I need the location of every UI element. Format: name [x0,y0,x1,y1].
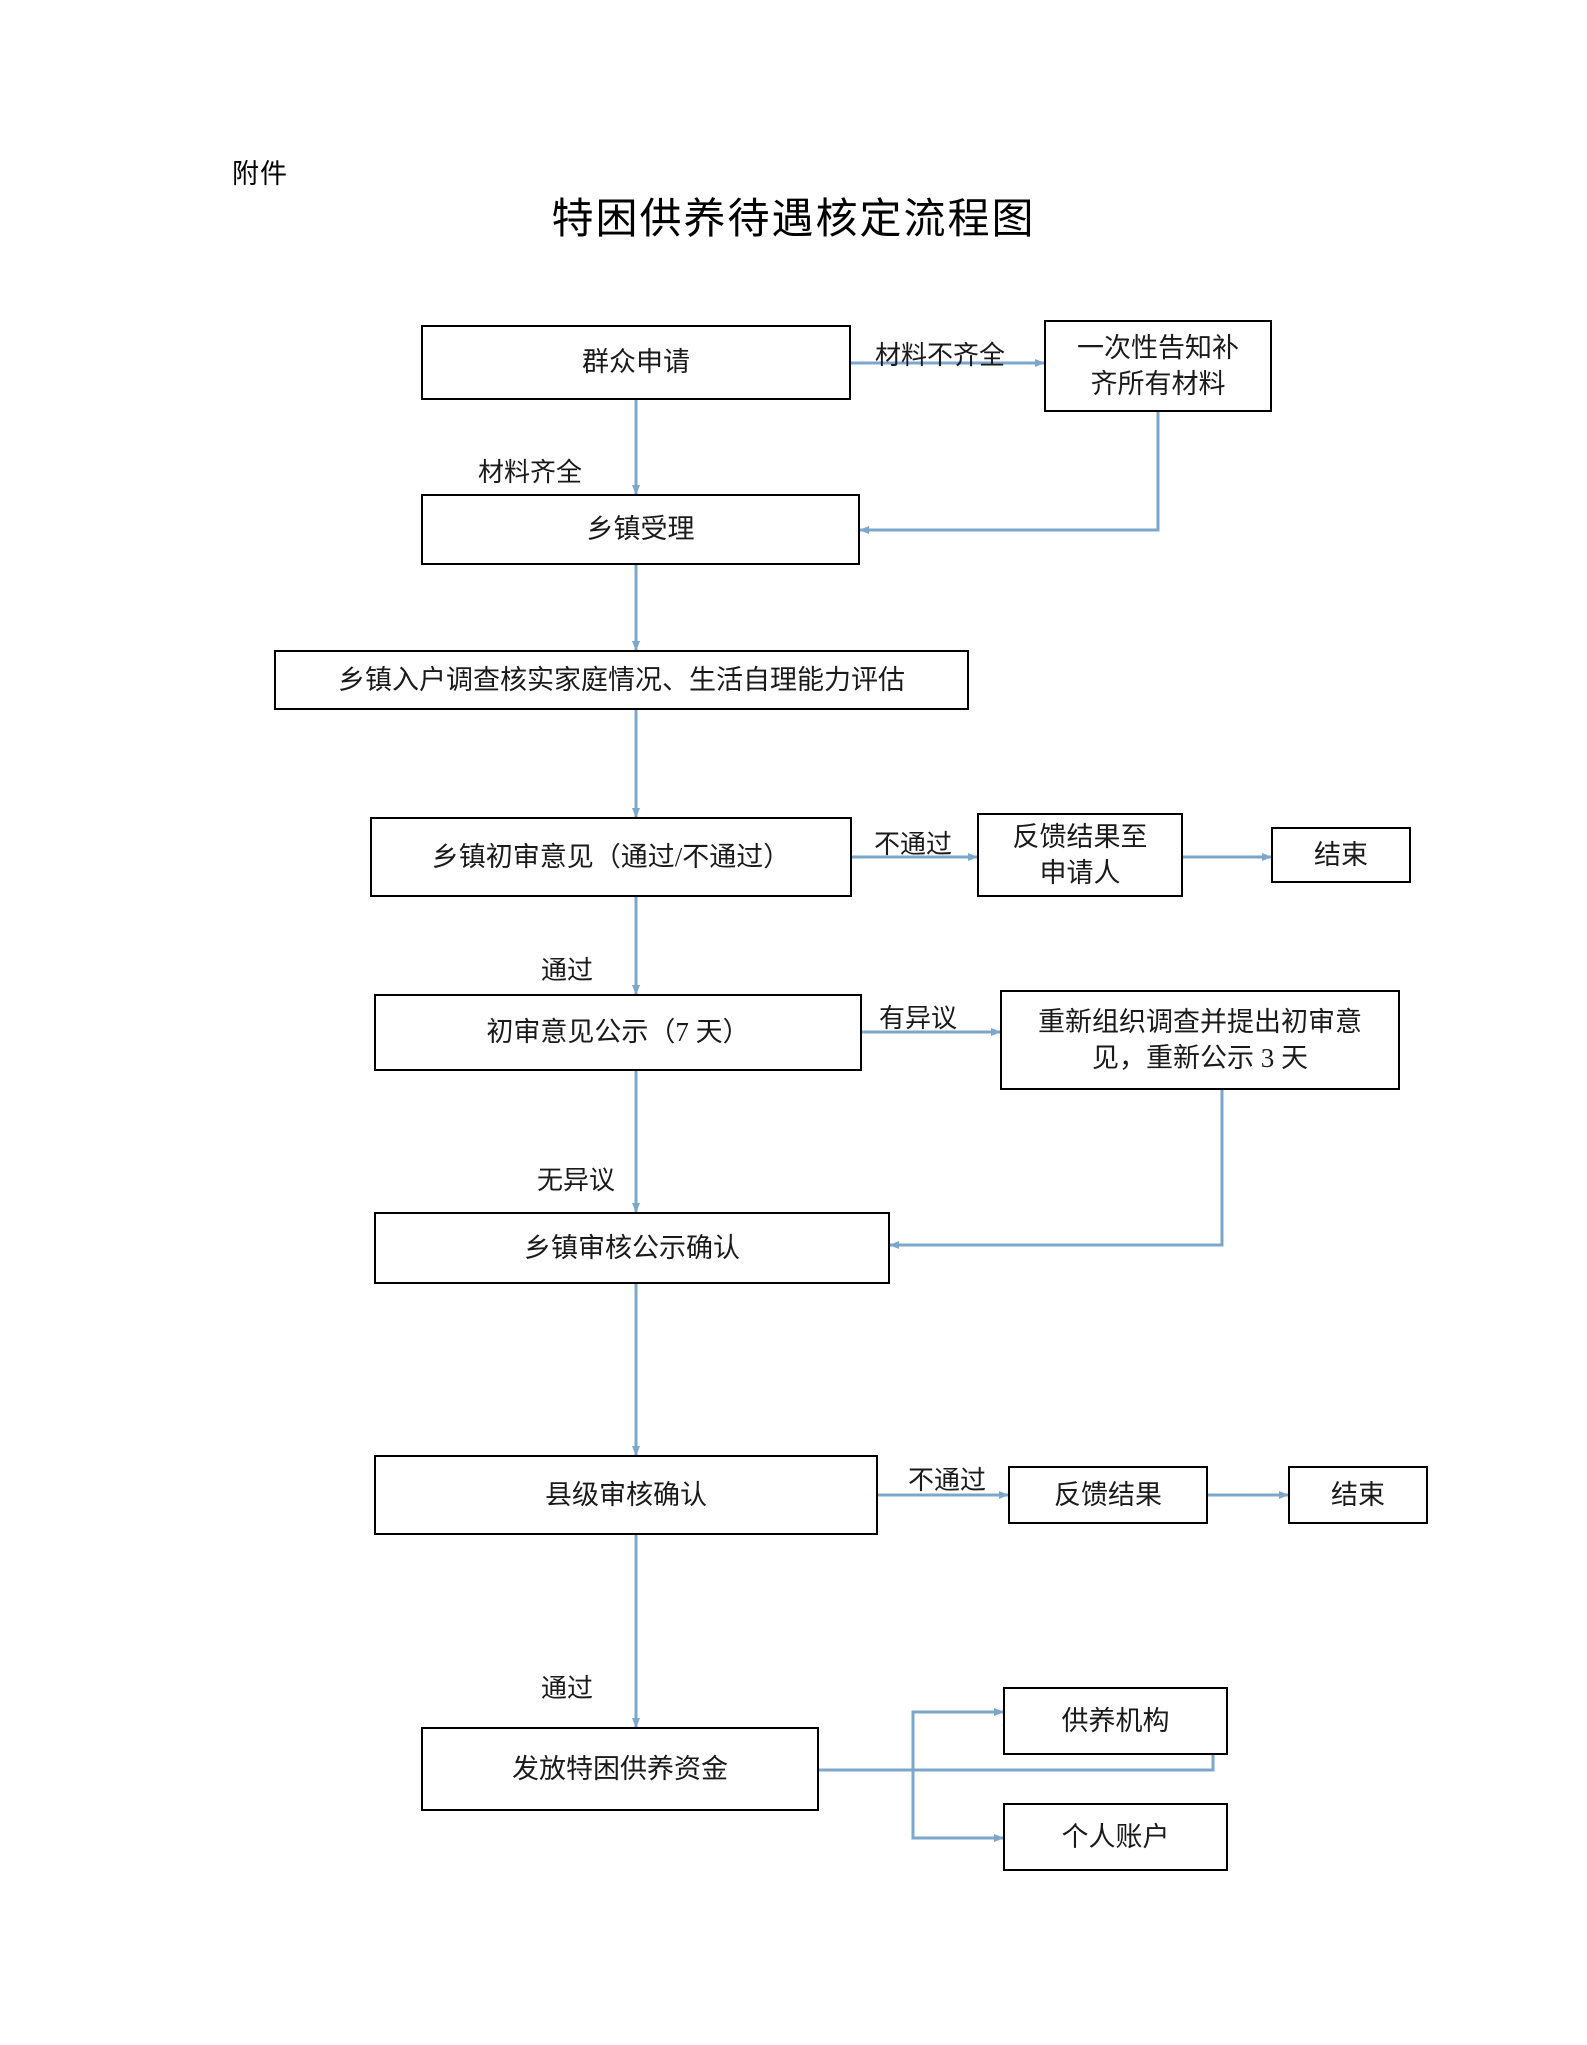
edge-label-review-fail-2: 不通过 [908,1466,987,1495]
edge-notify-to-accept [859,412,1160,534]
node-disburse[interactable]: 发放特困供养资金 [421,1727,819,1811]
edge-disburse-to-account [819,1768,1004,1842]
node-feedback-2[interactable]: 反馈结果 [1008,1466,1208,1524]
node-town-accept[interactable]: 乡镇受理 [421,494,860,565]
edge-label-review-pass-1: 通过 [541,956,594,985]
edge-label-review-pass-2: 通过 [541,1674,594,1703]
attachment-label: 附件 [232,159,288,190]
node-institution[interactable]: 供养机构 [1003,1687,1228,1755]
edge-label-objection: 有异议 [879,1004,958,1033]
node-reinvestigate[interactable]: 重新组织调查并提出初审意 见，重新公示 3 天 [1000,990,1400,1090]
node-apply[interactable]: 群众申请 [421,325,851,400]
node-end-2[interactable]: 结束 [1288,1466,1428,1524]
node-home-survey[interactable]: 乡镇入户调查核实家庭情况、生活自理能力评估 [274,650,969,710]
node-end-1[interactable]: 结束 [1271,827,1411,883]
node-notify-once[interactable]: 一次性告知补 齐所有材料 [1044,320,1272,412]
edge-disburse-up-to-institution [911,1708,1004,1770]
edge-reinvestigate-to-confirm [889,1090,1224,1249]
node-personal-account[interactable]: 个人账户 [1003,1803,1228,1871]
page-title: 特困供养待遇核定流程图 [551,194,1036,243]
node-county-confirm[interactable]: 县级审核确认 [374,1455,878,1535]
node-town-review[interactable]: 乡镇初审意见（通过/不通过） [370,817,852,897]
edge-label-review-fail-1: 不通过 [874,830,953,859]
node-town-confirm[interactable]: 乡镇审核公示确认 [374,1212,890,1284]
node-publicity-7days[interactable]: 初审意见公示（7 天） [374,994,862,1071]
edge-label-materials-incomplete: 材料不齐全 [875,341,1006,370]
node-feedback-applicant[interactable]: 反馈结果至 申请人 [977,813,1183,897]
edge-label-no-objection: 无异议 [537,1166,616,1195]
edge-label-materials-complete: 材料齐全 [478,458,583,487]
